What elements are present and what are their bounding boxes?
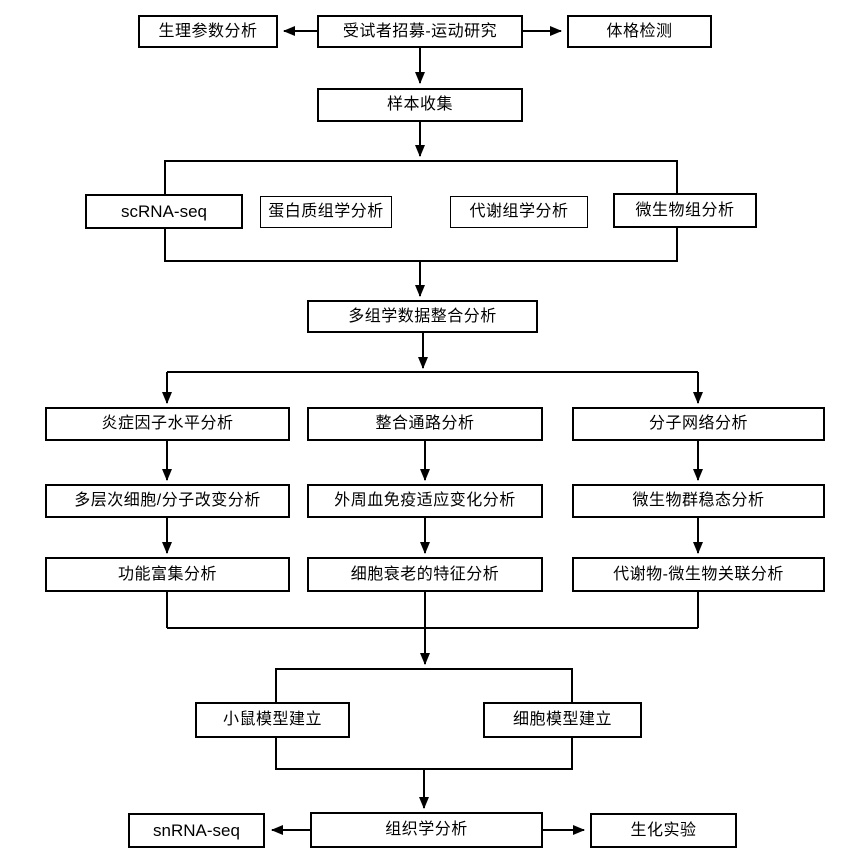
- node-recruitment: 受试者招募-运动研究: [317, 15, 523, 48]
- node-scrna-seq: scRNA-seq: [85, 194, 243, 229]
- node-sample-collection: 样本收集: [317, 88, 523, 122]
- node-senescence-signature: 细胞衰老的特征分析: [307, 557, 543, 592]
- node-functional-enrichment: 功能富集分析: [45, 557, 290, 592]
- node-proteomics: 蛋白质组学分析: [260, 196, 392, 228]
- node-network-analysis: 分子网络分析: [572, 407, 825, 441]
- node-histology: 组织学分析: [310, 812, 543, 848]
- node-physical-exam: 体格检测: [567, 15, 712, 48]
- node-physio-params: 生理参数分析: [138, 15, 278, 48]
- node-mouse-model: 小鼠模型建立: [195, 702, 350, 738]
- node-microbiome: 微生物组分析: [613, 193, 757, 228]
- node-biochem-experiment: 生化实验: [590, 813, 737, 848]
- node-microbiome-homeostasis: 微生物群稳态分析: [572, 484, 825, 518]
- node-inflammation-analysis: 炎症因子水平分析: [45, 407, 290, 441]
- node-immune-adaptation: 外周血免疫适应变化分析: [307, 484, 543, 518]
- node-metabolomics: 代谢组学分析: [450, 196, 588, 228]
- omics-group-box: [164, 160, 678, 262]
- node-cell-model: 细胞模型建立: [483, 702, 642, 738]
- node-metabolite-microbe-link: 代谢物-微生物关联分析: [572, 557, 825, 592]
- node-multilevel-change: 多层次细胞/分子改变分析: [45, 484, 290, 518]
- node-multiomics-integration: 多组学数据整合分析: [307, 300, 538, 333]
- node-snrna-seq: snRNA-seq: [128, 813, 265, 848]
- node-pathway-analysis: 整合通路分析: [307, 407, 543, 441]
